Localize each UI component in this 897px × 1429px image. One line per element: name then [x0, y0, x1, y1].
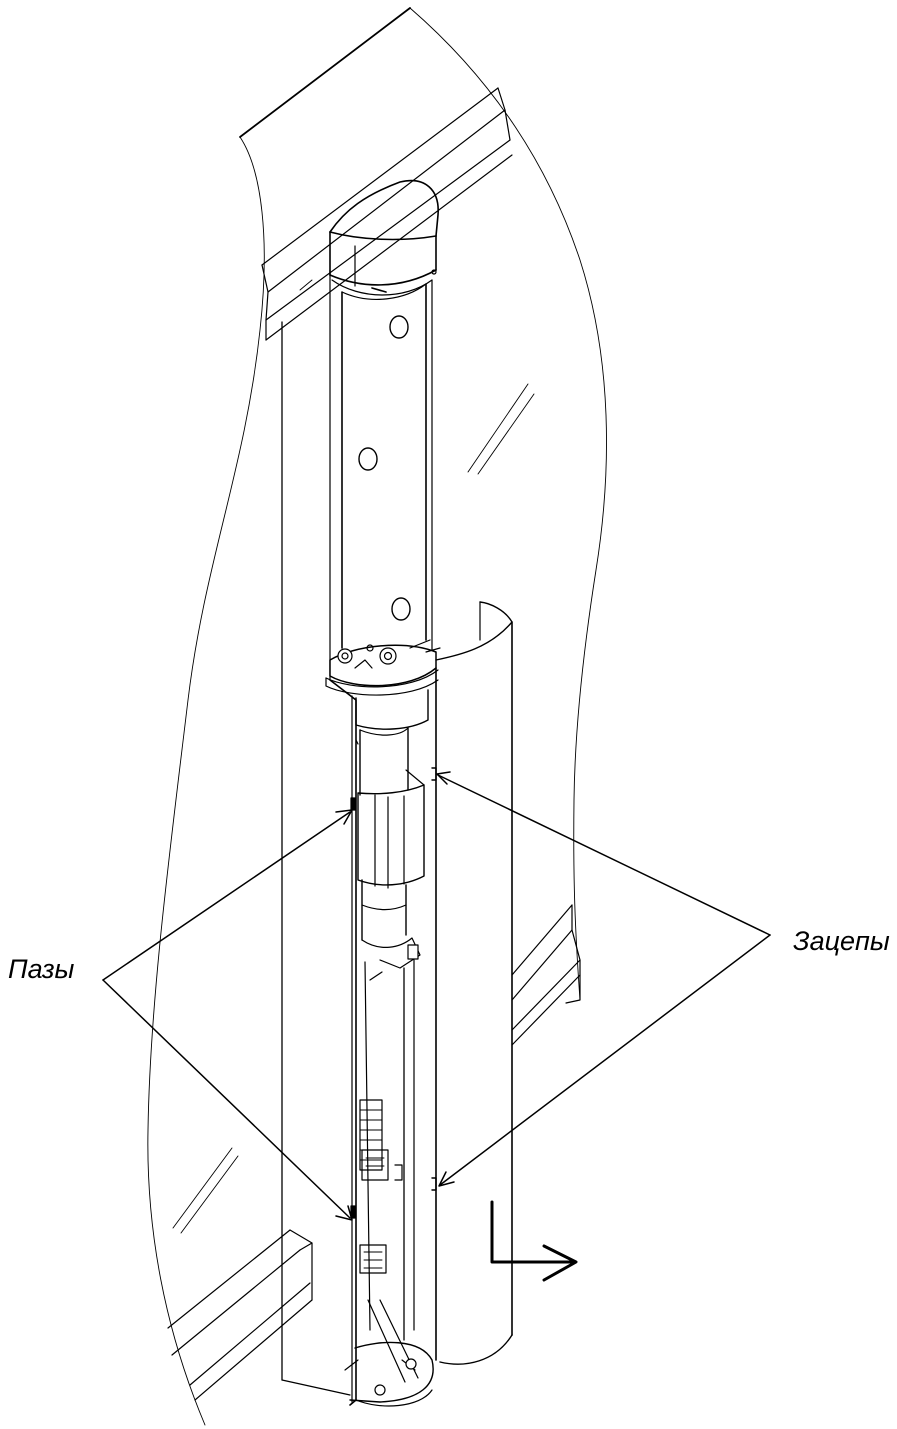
base-flange	[345, 1342, 433, 1406]
top-cap	[330, 181, 438, 295]
glass-panel	[148, 8, 607, 1425]
lower-handrail-right	[512, 905, 580, 1045]
mounting-flange	[326, 640, 440, 695]
half-round-cover	[432, 602, 512, 1364]
hooks-label: Зацепы	[793, 926, 890, 956]
hooks-callout	[437, 772, 770, 1186]
front-cover-left	[330, 680, 358, 1405]
lower-handrail-left	[168, 1230, 312, 1400]
control-board	[360, 1245, 386, 1273]
upper-tube	[342, 280, 432, 650]
terminal-block-2	[362, 1150, 388, 1180]
rear-post	[282, 270, 350, 1395]
slots-callout	[103, 810, 352, 1220]
slots-label: Пазы	[8, 954, 75, 984]
l-arrow-right-icon	[492, 1202, 576, 1280]
electronics-bay	[360, 960, 418, 1382]
terminal-block-1	[360, 1100, 382, 1170]
drive-mechanism	[356, 690, 428, 968]
upper-handrail	[262, 88, 512, 340]
